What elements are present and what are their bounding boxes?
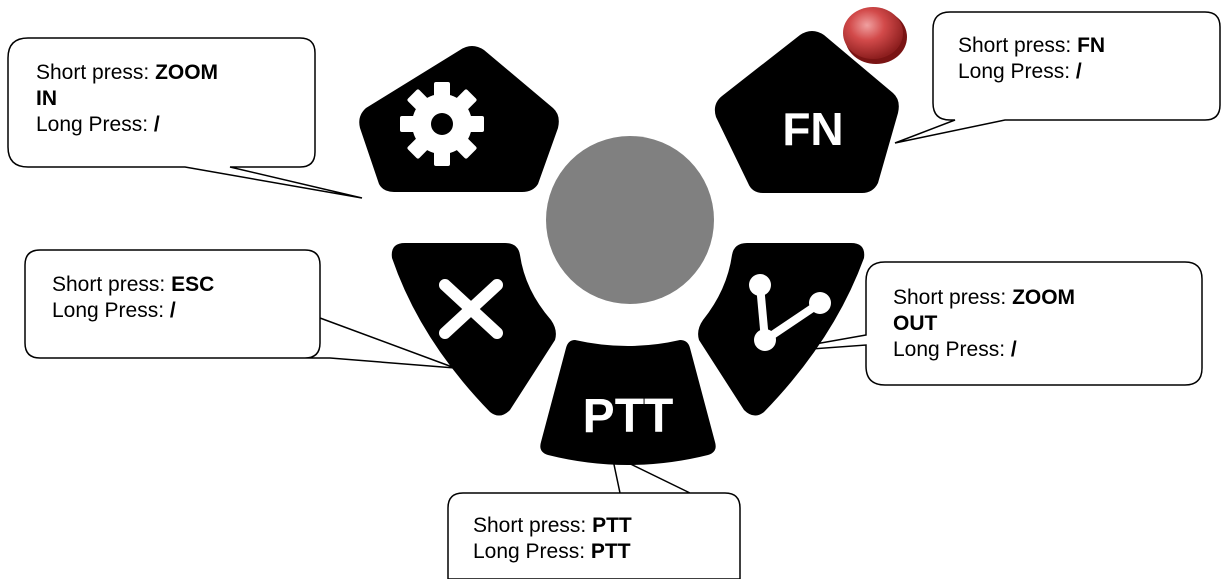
esc-callout	[24, 249, 456, 369]
close-icon	[439, 279, 503, 339]
ptt-button-label: PTT	[583, 390, 674, 443]
esc-short-value: ESC	[171, 273, 215, 296]
fn-button-label: FN	[782, 103, 843, 155]
zoom-out-callout	[769, 261, 1203, 386]
ptt-callout-text: Short press: PTT Long Press: PTT	[473, 514, 632, 563]
share-icon	[749, 274, 831, 351]
settings-callout	[7, 37, 363, 199]
fn-long-value: /	[1075, 60, 1082, 83]
zoom-out-short-value: ZOOM	[1012, 286, 1076, 309]
esc-button[interactable]	[391, 243, 556, 416]
zoom-out-long-value: /	[1010, 338, 1017, 361]
settings-callout-text: Short press: ZOOM IN Long Press: /	[36, 61, 219, 136]
center-button[interactable]	[546, 136, 714, 304]
fn-indicator-light	[843, 7, 907, 64]
fn-callout	[894, 11, 1221, 144]
fn-short-value: FN	[1077, 34, 1106, 57]
ptt-long-value: PTT	[590, 540, 631, 563]
fn-callout-text: Short press: FN Long Press: /	[958, 34, 1106, 83]
gear-icon	[400, 82, 484, 166]
ptt-callout	[447, 453, 741, 579]
settings-short-value: ZOOM	[155, 61, 219, 84]
esc-callout-text: Short press: ESC Long Press: /	[52, 273, 215, 322]
esc-long-value: /	[169, 299, 176, 322]
zoom-out-callout-text: Short press: ZOOM OUT Long Press: /	[893, 286, 1076, 361]
settings-short-value-cont: IN	[36, 87, 57, 110]
settings-long-value: /	[153, 113, 160, 136]
zoom-out-short-value-cont: OUT	[893, 312, 938, 335]
ptt-short-value: PTT	[592, 514, 632, 537]
fn-button[interactable]	[714, 31, 899, 193]
ptt-button[interactable]	[540, 340, 716, 465]
